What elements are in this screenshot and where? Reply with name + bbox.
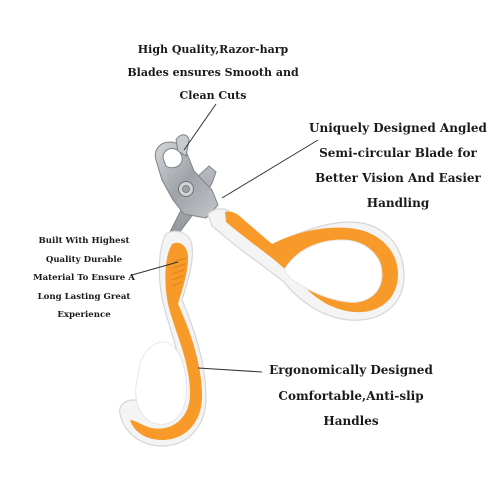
pivot-screw-center: [182, 185, 190, 193]
callout-handles-line-3: Handles: [323, 414, 379, 428]
callout-blades: High Quality,Razor-harp Blades ensures S…: [118, 38, 308, 107]
callout-material-line-5: Experience: [57, 310, 111, 320]
callout-material-line-4: Long Lasting Great: [37, 291, 131, 302]
left-handle-finger-loop: [135, 341, 187, 425]
leader-line-handles: [197, 367, 263, 373]
callout-angled-blade-line-3: Better Vision And Easier: [315, 171, 481, 185]
callout-material-line-3: Material To Ensure A: [33, 273, 135, 283]
blade-group: [154, 134, 219, 246]
callout-material: Built With Highest Quality Durable Mater…: [14, 232, 154, 325]
left-handle-grip-ridges: [171, 257, 187, 287]
right-handle-finger-loop: [283, 239, 383, 303]
left-handle: [119, 230, 207, 447]
callout-material-line-2: Quality Durable: [45, 254, 123, 265]
leader-line-blades: [183, 103, 217, 151]
callout-blades-line-1: High Quality,Razor-harp: [137, 43, 289, 56]
leader-line-material: [131, 261, 179, 276]
callout-blades-line-2: Blades ensures Smooth and: [127, 66, 299, 79]
callout-handles: Ergonomically Designed Comfortable,Anti-…: [260, 358, 442, 435]
callout-handles-line-1: Ergonomically Designed: [269, 363, 433, 377]
blade-curved-tip: [175, 134, 190, 157]
leader-lines: [131, 103, 319, 373]
callout-material-line-1: Built With Highest: [38, 236, 130, 246]
callout-handles-line-2: Comfortable,Anti-slip: [278, 388, 424, 403]
callout-angled-blade-line-2: Semi-circular Blade for: [319, 146, 477, 160]
callout-angled-blade-line-1: Uniquely Designed Angled: [309, 121, 487, 135]
leader-line-angled-blade: [221, 139, 319, 199]
right-handle: [207, 208, 405, 321]
semicircular-cutting-hole: [162, 148, 183, 169]
callout-blades-line-3: Clean Cuts: [179, 89, 247, 102]
callout-angled-blade-line-4: Handling: [366, 196, 430, 210]
left-handle-orange-grip: [130, 242, 202, 440]
callout-angled-blade: Uniquely Designed Angled Semi-circular B…: [300, 116, 496, 216]
